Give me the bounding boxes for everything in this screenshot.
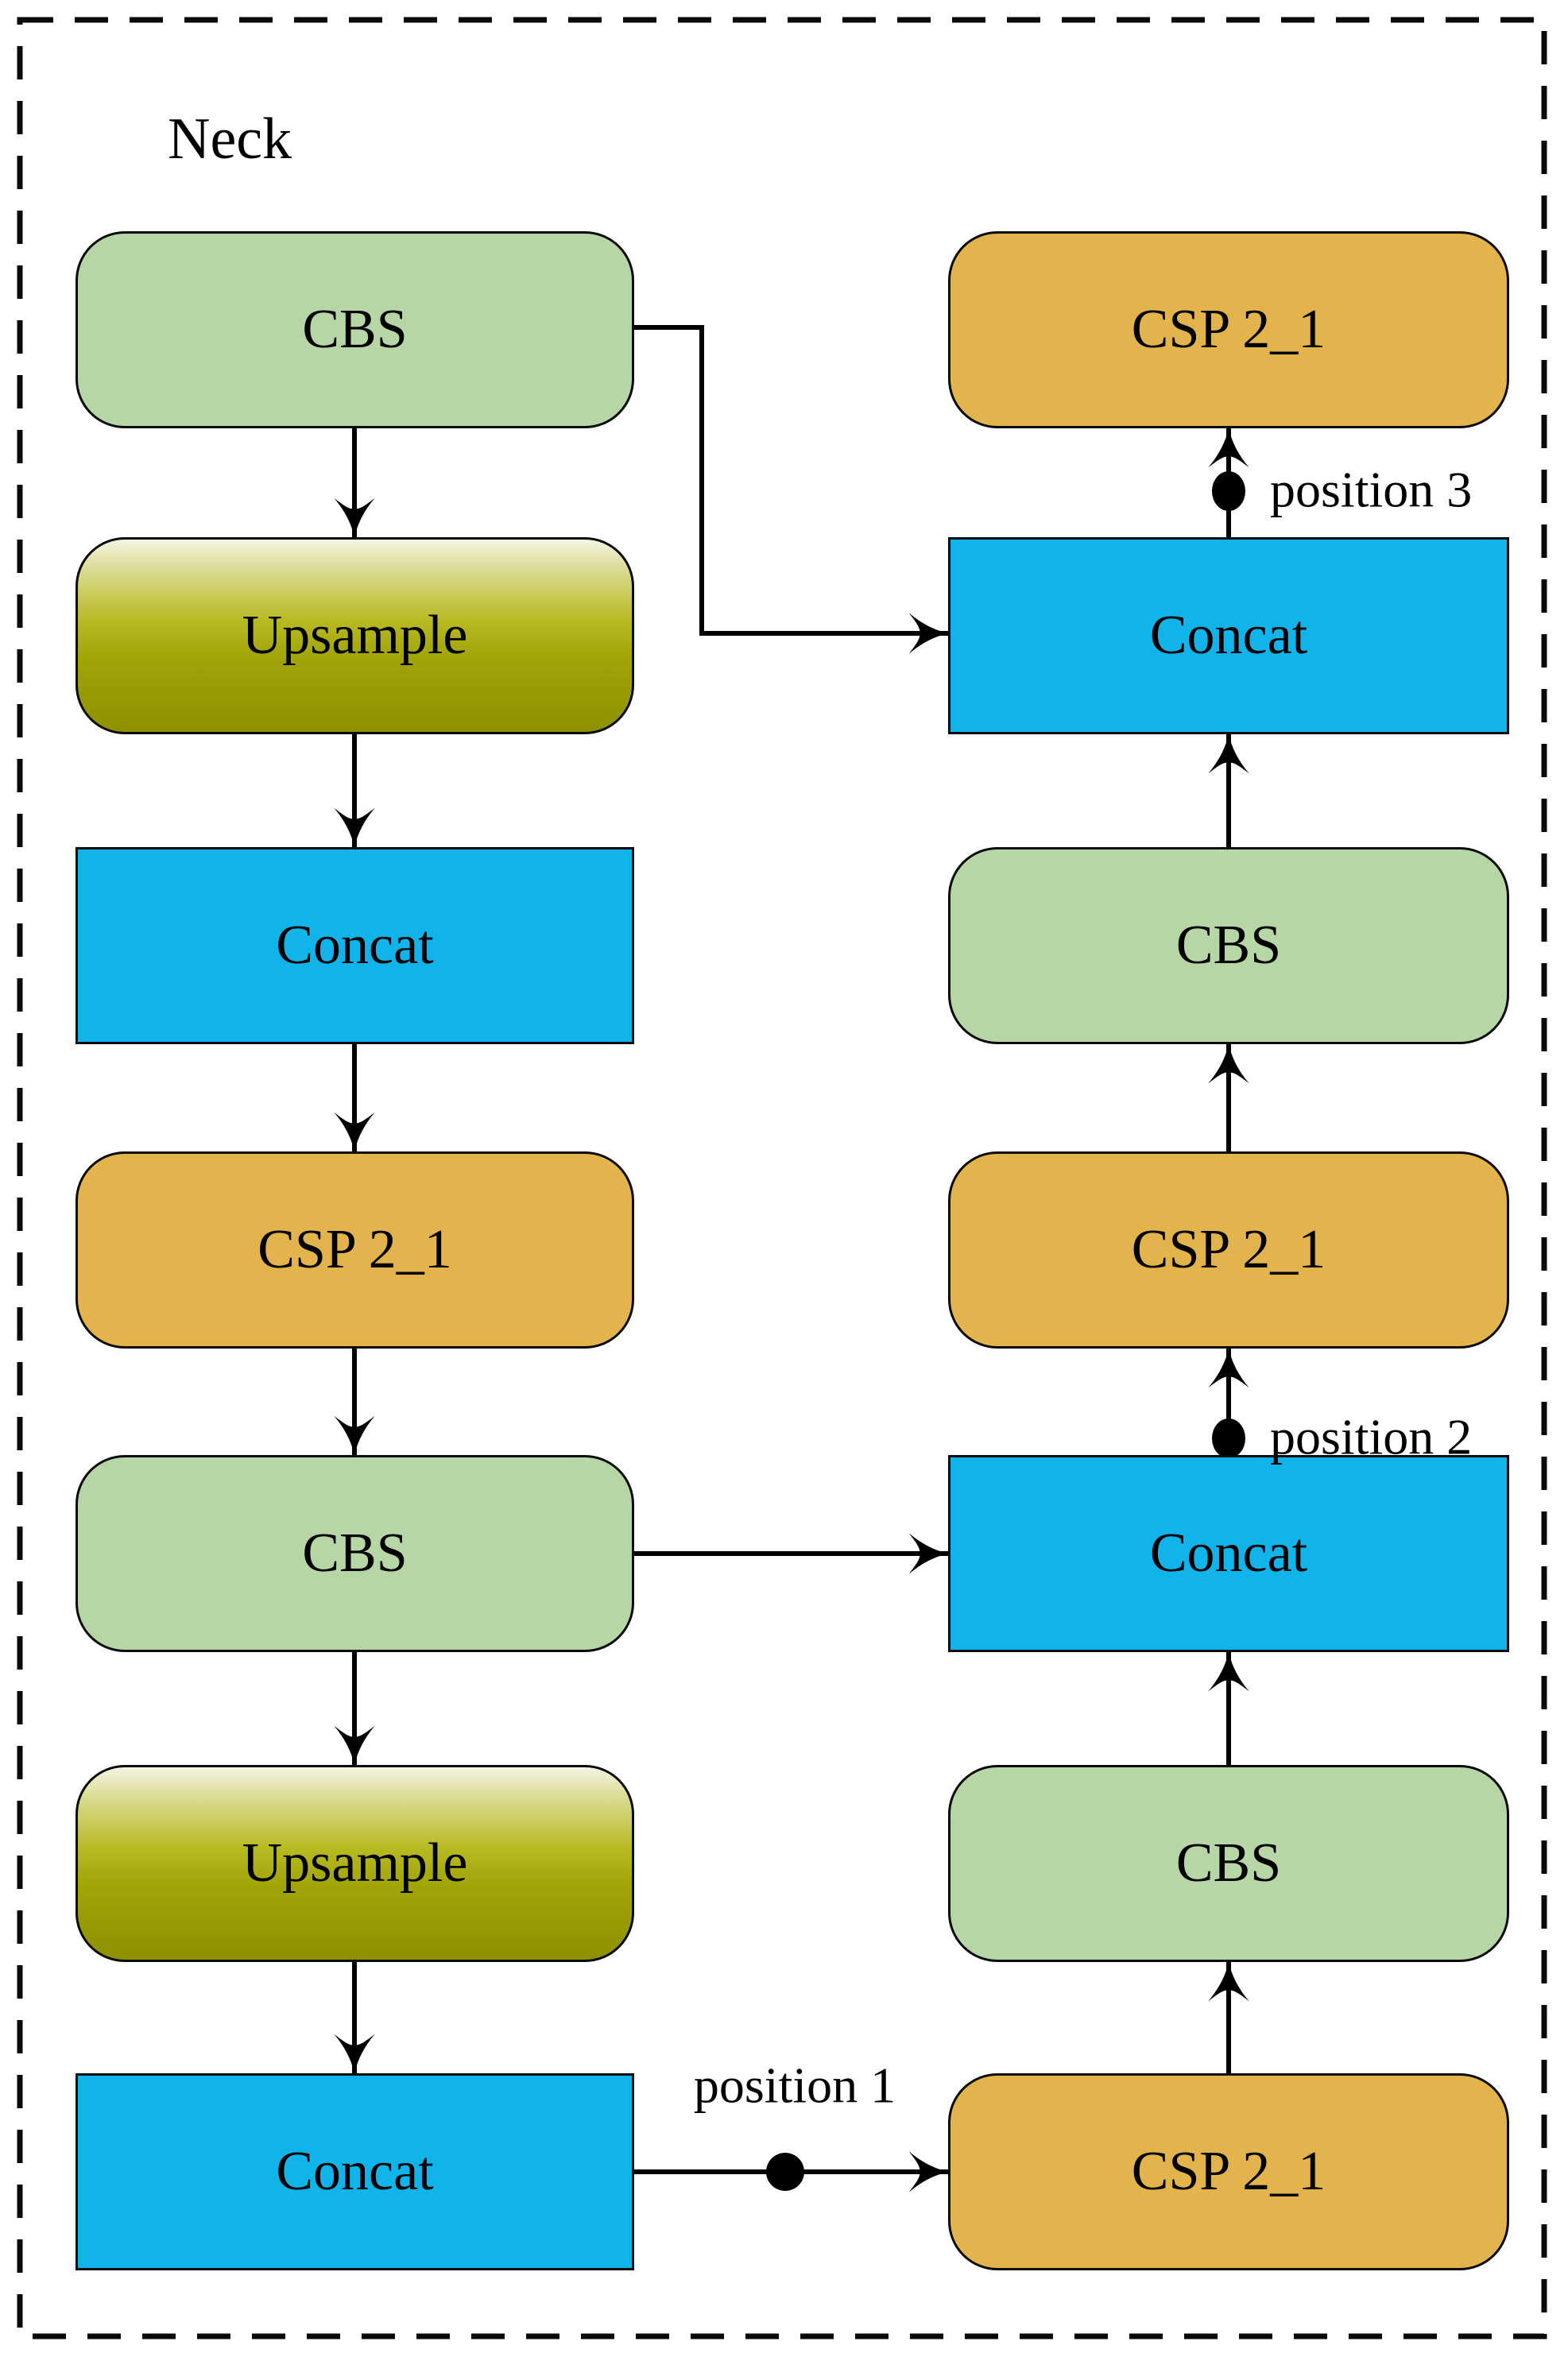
node-upsample-1: Upsample xyxy=(75,537,634,734)
node-label: CSP 2_1 xyxy=(1131,299,1326,360)
node-cbs-right-2: CBS xyxy=(948,1765,1509,1962)
node-label: CSP 2_1 xyxy=(1131,2141,1326,2202)
position1-dot xyxy=(766,2153,804,2191)
position3-label: position 3 xyxy=(1270,461,1473,518)
position2-label: position 2 xyxy=(1270,1408,1473,1465)
node-concat-left-2: Concat xyxy=(75,2073,634,2270)
node-label: Upsample xyxy=(242,605,468,666)
node-cbs-left-1: CBS xyxy=(75,231,634,428)
node-label: CBS xyxy=(1175,915,1282,976)
node-cbs-left-2: CBS xyxy=(75,1455,634,1652)
node-label: CBS xyxy=(302,299,408,360)
node-label: CSP 2_1 xyxy=(1131,1219,1326,1280)
node-label: CBS xyxy=(1175,1832,1282,1894)
node-label: Concat xyxy=(1149,1523,1308,1584)
position1-label: position 1 xyxy=(693,2057,896,2114)
node-label: Concat xyxy=(276,915,434,976)
node-csp-right-bottom: CSP 2_1 xyxy=(948,2073,1509,2270)
node-label: CSP 2_1 xyxy=(257,1219,452,1280)
diagram-title: Neck xyxy=(168,106,292,172)
node-csp-left-1: CSP 2_1 xyxy=(75,1151,634,1349)
node-concat-left-1: Concat xyxy=(75,847,634,1044)
node-label: Concat xyxy=(276,2141,434,2202)
node-label: Concat xyxy=(1149,605,1308,666)
node-upsample-2: Upsample xyxy=(75,1765,634,1962)
position2-dot xyxy=(1212,1418,1245,1458)
position3-dot xyxy=(1212,471,1245,511)
node-concat-right-2: Concat xyxy=(948,1455,1509,1652)
node-label: CBS xyxy=(302,1523,408,1584)
node-concat-right-1: Concat xyxy=(948,537,1509,734)
node-label: Upsample xyxy=(242,1832,468,1894)
node-csp-right-top: CSP 2_1 xyxy=(948,231,1509,428)
node-csp-right-mid: CSP 2_1 xyxy=(948,1151,1509,1349)
elbow-cbs1-to-concat-right xyxy=(634,325,948,654)
node-cbs-right-1: CBS xyxy=(948,847,1509,1044)
